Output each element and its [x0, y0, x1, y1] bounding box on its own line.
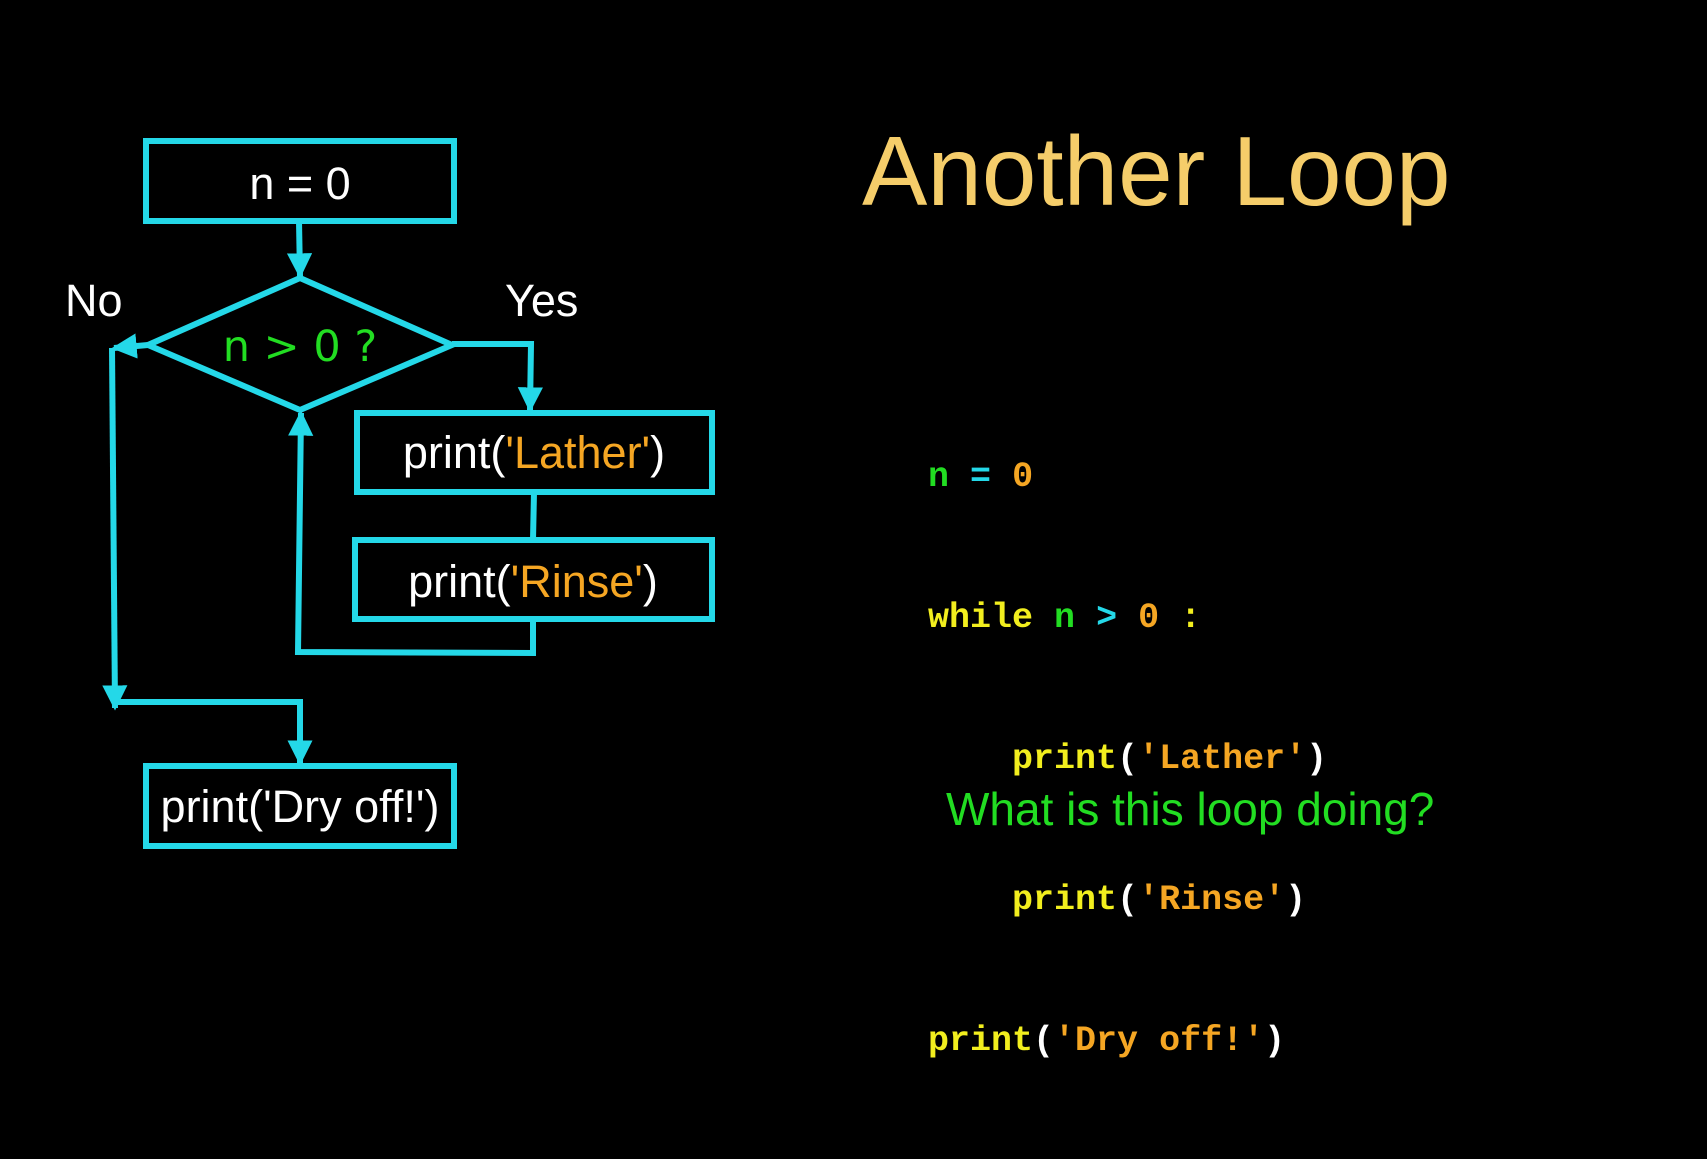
arrow-start-to-condition — [286, 220, 313, 279]
start-box-text: n = 0 — [249, 158, 350, 209]
arrow-to-dry-off — [115, 699, 313, 766]
lather-box — [354, 410, 715, 495]
code-line-4: print('Rinse') — [1012, 880, 1307, 920]
no-label: No — [65, 275, 123, 326]
dry-off-box — [143, 763, 457, 849]
question-text: What is this loop doing? — [946, 783, 1435, 835]
rinse-box-text: print('Rinse') — [408, 556, 658, 607]
condition-diamond — [140, 274, 460, 414]
arrow-no-branch — [111, 333, 149, 359]
code-line-2: while n > 0 : — [928, 598, 1202, 638]
lather-box-text: print('Lather') — [403, 427, 665, 478]
slide: n = 0 n > 0 ? print('Lather') print('Rin… — [65, 116, 1451, 1061]
code-line-3: print('Lather') — [1012, 739, 1328, 779]
arrow-loop-back — [288, 410, 536, 657]
flowchart: n = 0 n > 0 ? print('Lather') print('Rin… — [65, 138, 715, 849]
dry-off-box-text: print('Dry off!') — [161, 781, 440, 832]
code-block: n = 0 while n > 0 : print('Lather') prin… — [928, 360, 1327, 1159]
connector-lather-to-rinse — [530, 491, 537, 541]
arrow-yes-to-lather — [452, 341, 543, 413]
arrow-no-down — [102, 347, 128, 711]
condition-text: n > 0 ? — [223, 322, 377, 372]
code-line-5: print('Dry off!') — [928, 1021, 1286, 1061]
code-line-1: n = 0 — [928, 457, 1034, 497]
slide-title: Another Loop — [862, 116, 1451, 226]
yes-label: Yes — [505, 275, 578, 326]
